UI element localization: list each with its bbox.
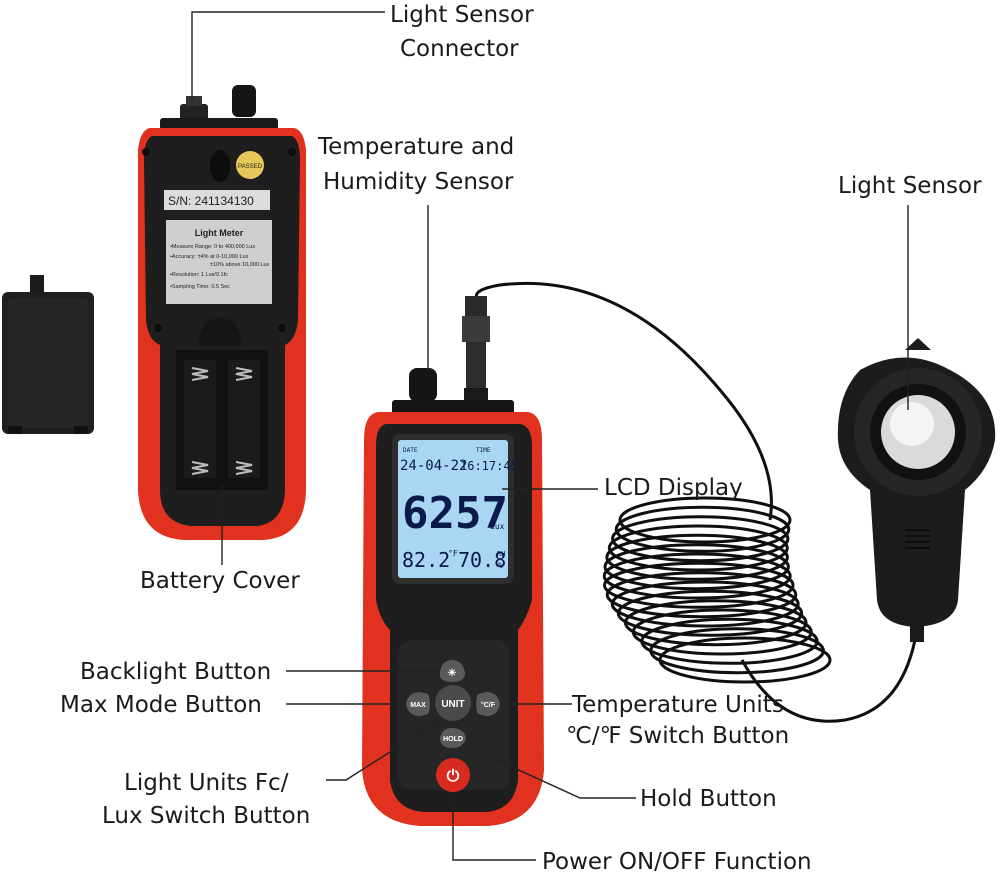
callout-hold-button: Hold Button <box>640 786 777 812</box>
passed-sticker-text: PASSED <box>238 164 263 170</box>
cable-coil-loop <box>602 552 792 600</box>
spec-line: •Sampling Time: 0.5 Sec <box>170 284 230 290</box>
cable-coil-loop <box>616 589 804 637</box>
cable-coil-loop <box>603 543 790 591</box>
lcd-reading-unit: Lux <box>490 522 505 531</box>
sensor-cable <box>474 281 917 723</box>
cable-coil-loop <box>607 524 789 572</box>
callout-light-sensor: Light Sensor <box>838 173 982 199</box>
callout-light-units: Lux Switch Button <box>102 803 310 829</box>
leader-lines <box>191 11 909 861</box>
spec-line: •Accuracy: ±4% at 0-10,000 Lux <box>170 254 249 260</box>
light-sensor-head <box>837 338 996 642</box>
serial-number: S/N: 241134130 <box>168 194 254 208</box>
cable-coil-loop <box>605 571 798 619</box>
cf-button[interactable]: °C/F <box>481 701 496 709</box>
callout-light-units: Light Units Fc/ <box>124 770 289 796</box>
lcd-reading: 6257 <box>402 488 508 539</box>
cable-coil-loop <box>603 561 795 609</box>
callout-backlight-button: Backlight Button <box>80 659 271 685</box>
cable-coil-loop <box>611 515 790 563</box>
cable-coil-loop <box>610 580 800 628</box>
callout-temp-humidity-sensor: Humidity Sensor <box>323 169 514 195</box>
callout-light-sensor-connector: Connector <box>400 36 519 62</box>
lcd-time-label: TIME <box>476 447 491 454</box>
callout-temperature-units: ℃/℉ Switch Button <box>566 723 789 749</box>
callout-light-sensor-connector: Light Sensor <box>390 2 534 28</box>
meter-front-view <box>362 296 544 826</box>
cable-coil-loop <box>605 533 789 581</box>
hold-button[interactable]: HOLD <box>443 736 463 743</box>
callout-temperature-units: Temperature Units <box>571 692 784 718</box>
callout-battery-cover: Battery Cover <box>140 568 300 594</box>
callout-power-button: Power ON/OFF Function <box>542 849 812 875</box>
backlight-button-icon[interactable]: ☀ <box>448 668 457 679</box>
cable-coil-loop <box>618 496 792 544</box>
cable-coil-loop <box>658 636 832 684</box>
spec-line: •Resolution: 1 Lux/0.1fc <box>170 272 228 278</box>
callout-max-mode-button: Max Mode Button <box>60 692 262 718</box>
lcd-time: 16:17:45 <box>460 459 518 473</box>
spec-label-title: Light Meter <box>195 228 244 238</box>
unit-button[interactable]: UNIT <box>441 699 464 710</box>
spec-line: ±10% above 10,000 Lux <box>210 262 270 268</box>
callout-temp-humidity-sensor: Temperature and <box>317 134 514 160</box>
meter-back-view <box>138 85 306 540</box>
lcd-temp-unit: °F <box>448 549 458 558</box>
lcd-humidity-unit: RH <box>497 550 505 558</box>
max-button[interactable]: MAX <box>410 702 426 709</box>
lcd-humidity-unit: % <box>498 561 503 570</box>
power-button-icon[interactable]: ⏻ <box>447 768 460 785</box>
spec-line: •Measure Range: 0 to 400,000 Lux <box>170 244 255 250</box>
lcd-date-label: DATE <box>403 447 418 454</box>
cable-coil-loop <box>614 505 791 553</box>
lcd-humidity: 70.8 <box>458 548 506 572</box>
callout-lcd-display: LCD Display <box>604 475 743 501</box>
lcd-date: 24-04-22 <box>400 458 467 474</box>
battery-cover-part <box>2 275 94 434</box>
lcd-temperature: 82.2 <box>402 548 450 572</box>
